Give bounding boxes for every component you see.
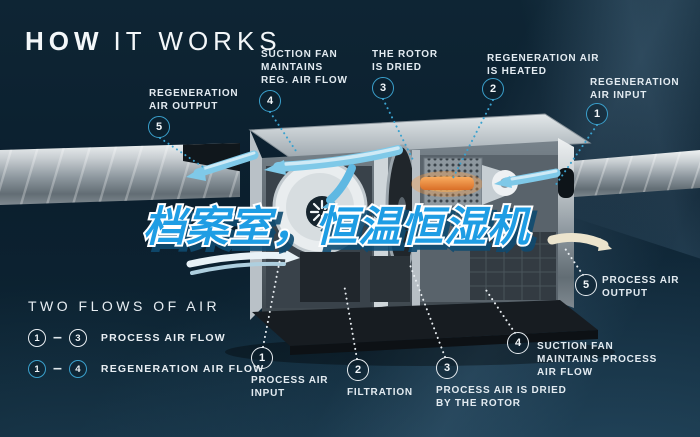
filter-box [300,252,360,302]
mesh-panel [470,232,556,300]
machine-base [252,300,598,346]
fan-inflow-arrow [326,164,356,204]
process-input-arrow [186,251,292,268]
step-badge-process-2: 2 [347,359,369,381]
headline-chinese: 档案室，恒温恒湿机 [141,200,531,253]
top-lid [248,113,592,162]
step-badge-regen-3: 3 [372,77,394,99]
airflow-arrows [186,145,612,275]
legend-row-process: 1 – 3 PROCESS AIR FLOW [28,327,264,349]
step-badge-process-3: 3 [436,357,458,379]
title-secondary: IT WORKS [113,26,282,56]
legend-title: TWO FLOWS OF AIR [28,298,221,314]
step-badge-regen-4: 4 [259,90,281,112]
step-badge-process-1: 1 [251,347,273,369]
legend-two-flows: TWO FLOWS OF AIR 1 – 3 PROCESS AIR FLOW … [28,298,264,389]
legend-badge: 1 [28,360,46,378]
heater-element [420,177,474,190]
step-badge-regen-2: 2 [482,78,504,100]
step-badge-regen-5: 5 [148,116,170,138]
range-dash: – [53,329,62,346]
leader-lines [159,98,598,360]
legend-badge: 1 [28,329,46,347]
left-wall [250,130,262,320]
range-dash: – [53,360,62,377]
step-badge-regen-1: 1 [586,103,608,125]
right-duct [560,150,700,198]
legend-row-regeneration: 1 – 4 REGENERATION AIR FLOW [28,358,264,380]
legend-label: REGENERATION AIR FLOW [100,363,265,375]
legend-label: PROCESS AIR FLOW [100,332,226,344]
callout-filtration: FILTRATION [347,387,413,398]
legend-badge: 4 [68,360,87,378]
page-title: HOW IT WORKS [25,26,282,57]
legend-badge: 3 [68,329,87,347]
regen-sweep-arrow [273,145,403,172]
step-badge-process-5: 5 [575,274,597,296]
step-badge-process-4: 4 [507,332,529,354]
title-primary: HOW [25,26,104,56]
